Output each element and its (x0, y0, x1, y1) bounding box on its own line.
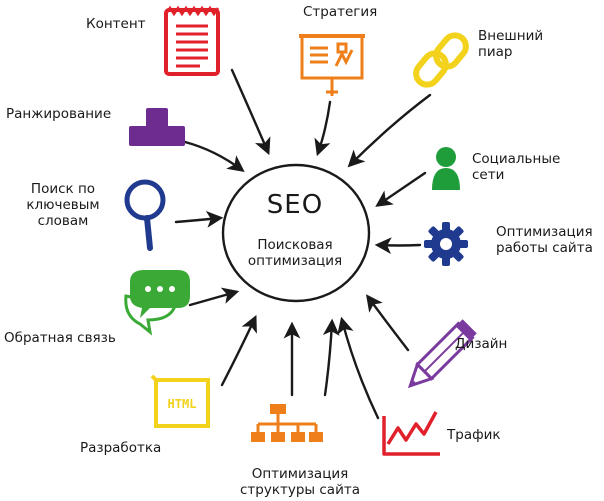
hierarchy-icon (251, 404, 323, 442)
chain-link-icon (413, 32, 469, 88)
arrow-traffic (337, 316, 380, 420)
magnifier-icon (124, 179, 166, 251)
label-strategy: Стратегия (303, 4, 378, 20)
label-external-pr: Внешний пиар (478, 28, 544, 60)
label-ranking: Ранжирование (6, 106, 112, 122)
arrow-social (375, 171, 427, 207)
center-circle (221, 163, 371, 303)
label-social: Социальные сети (472, 151, 561, 183)
arrow-keyword (174, 210, 224, 228)
podium-icon (129, 108, 185, 146)
label-development: Разработка (80, 440, 162, 456)
arrow-structure-2 (322, 318, 340, 397)
presentation-board-icon (299, 34, 365, 96)
label-feedback: Обратная связь (4, 330, 116, 346)
label-design: Дизайн (455, 336, 508, 352)
label-structure: Оптимизация структуры сайта (240, 466, 360, 498)
label-traffic: Трафик (447, 427, 501, 443)
center-subtitle: Поисковая оптимизация (247, 237, 343, 269)
arrow-design (366, 294, 410, 352)
arrow-strategy (314, 100, 332, 157)
arrow-development (220, 314, 257, 387)
arrow-feedback (188, 287, 240, 307)
chat-bubbles-icon (124, 270, 190, 336)
pencil-icon (407, 319, 477, 389)
label-keyword-search: Поиск по ключевым словам (26, 181, 100, 229)
center-title: SEO (266, 190, 324, 220)
label-site-optimization: Оптимизация работы сайта (496, 224, 593, 256)
gear-icon (424, 222, 468, 266)
arrow-ranking (183, 140, 245, 172)
document-icon (164, 5, 220, 76)
arrows (174, 68, 432, 420)
html-tag-text: HTML (168, 397, 197, 411)
person-icon (432, 147, 460, 190)
html-tag-icon: HTML (150, 374, 210, 428)
arrow-site-opt (374, 237, 422, 255)
arrow-external-pr (347, 93, 432, 168)
label-content: Контент (86, 16, 146, 32)
arrow-content (230, 68, 271, 156)
line-graph-icon (382, 411, 440, 456)
